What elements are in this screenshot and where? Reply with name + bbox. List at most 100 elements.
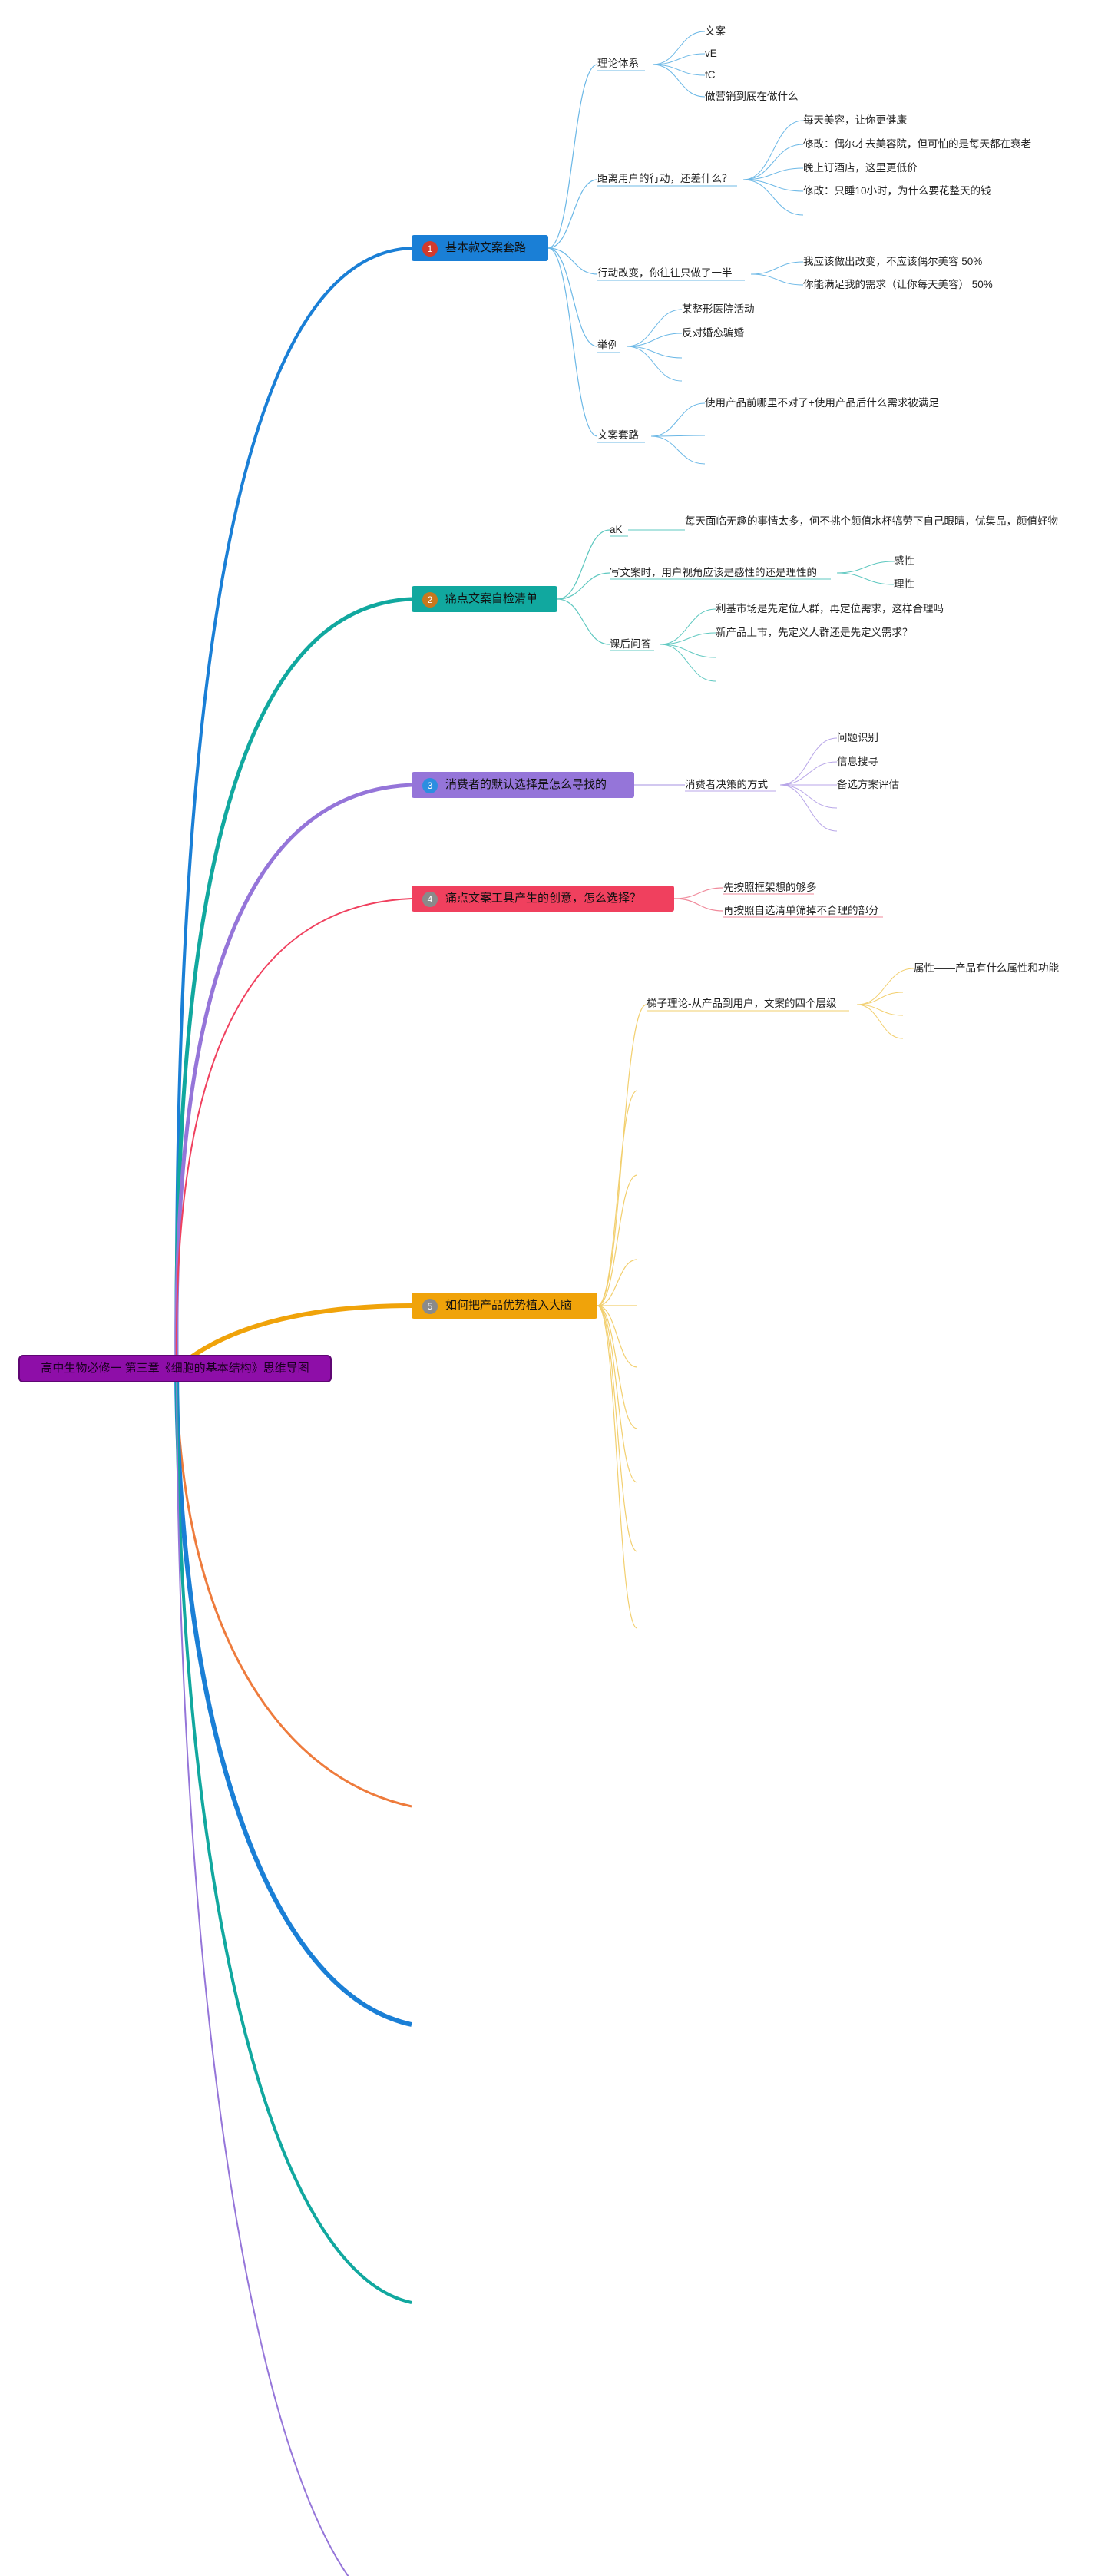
topic-niche-market[interactable]: 利基市场是先定位人群，再定位需求，这样合理吗 — [716, 603, 944, 614]
branch-default-choice[interactable]: 3 消费者的默认选择是怎么寻找的 — [412, 772, 634, 798]
topic-marketing-what[interactable]: 做营销到底在做什么 — [705, 91, 799, 102]
topic-wenan[interactable]: 文案 — [705, 25, 726, 37]
connector-decision-0 — [779, 737, 838, 786]
connector-b1-4 — [547, 247, 598, 437]
topic-fc[interactable]: fC — [705, 69, 716, 81]
connector-action-0 — [750, 261, 804, 275]
connector-theory-0 — [652, 31, 706, 65]
connector-b5-5 — [597, 1305, 638, 1368]
branch-basic-copy-routine[interactable]: 1 基本款文案套路 — [412, 235, 548, 261]
connector-ladder-0 — [856, 968, 914, 1005]
connector-b5-1 — [597, 1090, 638, 1306]
branch-creative-selection[interactable]: 4 痛点文案工具产生的创意，怎么选择？ — [412, 886, 674, 912]
connector-decision-4 — [779, 784, 838, 832]
main-connector-5 — [175, 1303, 412, 1371]
connector-example-0 — [626, 309, 683, 347]
connector-action-1 — [750, 273, 804, 286]
branch-label: 如何把产品优势植入大脑 — [445, 1299, 573, 1312]
connector-routine-1 — [650, 435, 706, 437]
branch-label: 痛点文案工具产生的创意，怎么选择？ — [445, 892, 642, 905]
topic-distance-to-action[interactable]: 距离用户的行动，还差什么？ — [597, 173, 733, 184]
connector-b5-6 — [597, 1305, 638, 1429]
connector-perspective-1 — [836, 572, 895, 585]
topic-ve[interactable]: vE — [705, 48, 717, 59]
connector-b5-8 — [597, 1305, 638, 1552]
branch-product-advantage[interactable]: 5 如何把产品优势植入大脑 — [412, 1293, 597, 1319]
topic-user-perspective[interactable]: 写文案时，用户视角应该是感性的还是理性的 — [610, 567, 817, 578]
topic-new-product[interactable]: 新产品上市，先定义人群还是先定义需求？ — [716, 627, 913, 638]
connector-theory-3 — [652, 64, 706, 98]
connector-b2-2 — [557, 598, 610, 645]
connector-b2-0 — [557, 529, 610, 600]
topic-daily-beauty[interactable]: 每天美容，让你更健康 — [803, 114, 907, 126]
connector-ladder-2 — [856, 1004, 904, 1016]
connector-example-2 — [626, 346, 683, 359]
topic-ak[interactable]: aK — [610, 524, 623, 535]
topic-should-change[interactable]: 我应该做出改变，不应该偶尔美容 50% — [803, 256, 983, 267]
topic-filter-unreasonable[interactable]: 再按照自选清单筛掉不合理的部分 — [723, 905, 879, 916]
branch-label: 基本款文案套路 — [445, 241, 527, 254]
topic-anti-marriage-fraud[interactable]: 反对婚恋骗婚 — [682, 327, 744, 339]
topic-problem-recognition[interactable]: 问题识别 — [837, 732, 878, 743]
root-label: 高中生物必修一 第三章《细胞的基本结构》思维导图 — [41, 1362, 309, 1375]
priority-2-icon: 2 — [422, 592, 438, 608]
topic-rational[interactable]: 理性 — [894, 578, 914, 590]
connector-decision-1 — [779, 761, 838, 786]
topic-example[interactable]: 举例 — [597, 339, 618, 351]
topic-clinic-activity[interactable]: 某整形医院活动 — [682, 303, 755, 315]
connector-b1-1 — [547, 179, 598, 249]
branch-label: 消费者的默认选择是怎么寻找的 — [445, 778, 607, 791]
connector-b5-7 — [597, 1305, 638, 1483]
connector-qa-0 — [660, 608, 716, 645]
topic-before-after[interactable]: 使用产品前哪里不对了+使用产品后什么需求被满足 — [705, 397, 939, 409]
topic-info-search[interactable]: 信息搜寻 — [837, 756, 878, 767]
connector-theory-2 — [652, 64, 706, 76]
main-connector-4 — [175, 898, 412, 1369]
connector-routine-0 — [650, 402, 706, 437]
topic-hotel-cheaper[interactable]: 晚上订酒店，这里更低价 — [803, 162, 918, 174]
topic-theory-system[interactable]: 理论体系 — [597, 58, 639, 69]
empty-branch-blue — [174, 1368, 412, 2027]
connector-routine-2 — [650, 435, 706, 465]
topic-revision-sleep[interactable]: 修改：只睡10小时，为什么要花整天的钱 — [803, 185, 991, 197]
connector-qa-2 — [660, 644, 716, 658]
topic-ladder-theory[interactable]: 梯子理论-从产品到用户，文案的四个层级 — [647, 998, 837, 1009]
topic-decision-method[interactable]: 消费者决策的方式 — [685, 779, 768, 790]
connector-distance-2 — [742, 167, 804, 180]
branch-pain-point-checklist[interactable]: 2 痛点文案自检清单 — [412, 586, 557, 612]
connector-qa-3 — [660, 644, 716, 682]
connector-b5-3 — [597, 1259, 638, 1306]
root-topic[interactable]: 高中生物必修一 第三章《细胞的基本结构》思维导图 — [18, 1355, 332, 1382]
main-connector-2 — [174, 597, 412, 1369]
topic-after-class-qa[interactable]: 课后问答 — [610, 638, 651, 650]
connector-decision-3 — [779, 784, 838, 809]
empty-branch-orange — [175, 1368, 412, 1808]
topic-meet-need[interactable]: 你能满足我的需求（让你每天美容） 50% — [803, 279, 993, 290]
connector-example-1 — [626, 333, 683, 347]
empty-branch-teal — [175, 1368, 412, 2304]
topic-action-half[interactable]: 行动改变，你往往只做了一半 — [597, 267, 733, 279]
priority-4-icon: 4 — [422, 892, 438, 907]
topic-attribute-level[interactable]: 属性——产品有什么属性和功能 — [914, 962, 1059, 974]
connector-b1-2 — [547, 247, 598, 275]
connector-b4-1 — [673, 898, 724, 912]
empty-branch-purple — [176, 1368, 349, 2576]
connector-b1-0 — [547, 64, 598, 249]
connector-ladder-3 — [856, 1004, 904, 1039]
priority-3-icon: 3 — [422, 778, 438, 793]
topic-emotional[interactable]: 感性 — [894, 555, 914, 567]
topic-alternative-evaluation[interactable]: 备选方案评估 — [837, 779, 899, 790]
connector-theory-1 — [652, 53, 706, 65]
topic-water-cup[interactable]: 每天面临无趣的事情太多，何不挑个颜值水杯犒劳下自己眼睛，优集品，颜值好物 — [685, 515, 1058, 527]
topic-revision-aging[interactable]: 修改：偶尔才去美容院，但可怕的是每天都在衰老 — [803, 138, 1031, 150]
topic-enough-ideas[interactable]: 先按照框架想的够多 — [723, 882, 817, 893]
main-connector-1 — [174, 247, 412, 1369]
connector-perspective-0 — [836, 561, 895, 574]
branch-label: 痛点文案自检清单 — [445, 592, 538, 605]
priority-5-icon: 5 — [422, 1299, 438, 1314]
topic-copy-routine[interactable]: 文案套路 — [597, 429, 639, 441]
connector-b5-9 — [597, 1305, 638, 1629]
connector-b4-0 — [673, 887, 724, 899]
